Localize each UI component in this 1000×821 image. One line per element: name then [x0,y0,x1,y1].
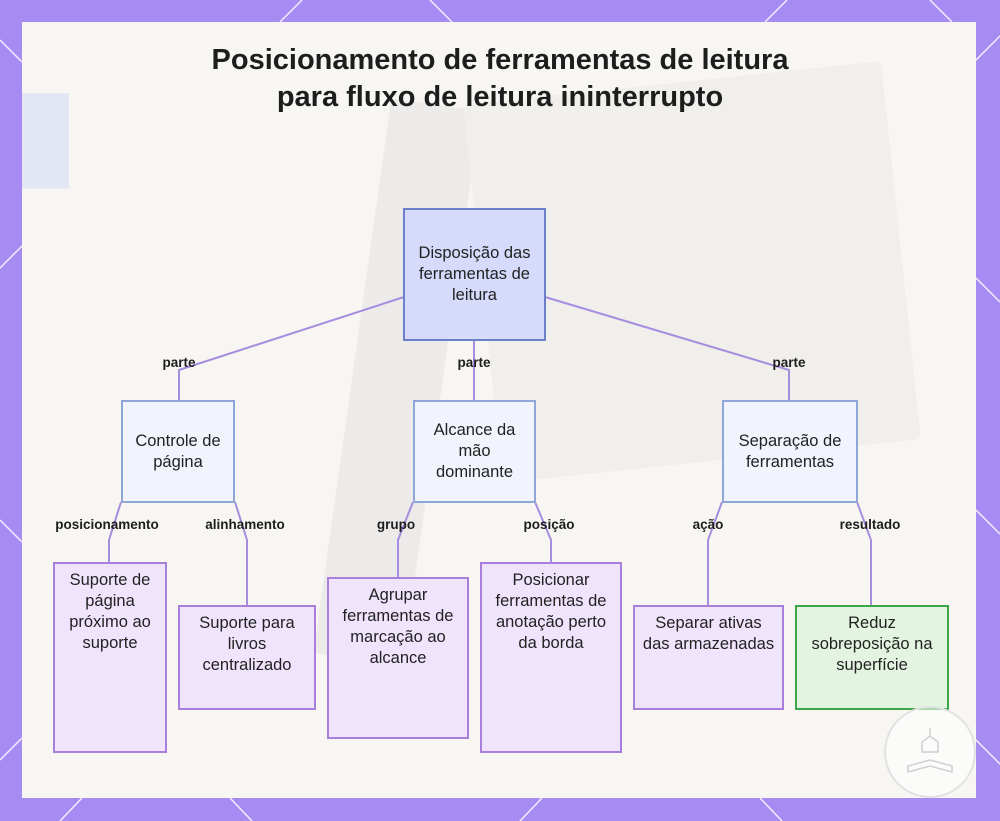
edge-label-posicao: posição [523,517,575,532]
edge-label-alinhamento: alinhamento [205,517,285,532]
node-posicionar-ferramentas: Posicionar ferramentas de anotação perto… [480,562,622,753]
node-separar-ativas: Separar ativas das armazenadas [633,605,784,710]
node-suporte-livros: Suporte para livros centralizado [178,605,316,710]
book-icon [907,728,953,773]
node-suporte-pagina: Suporte de página próximo ao suporte [53,562,167,753]
background-watermark-shape: ▮ [22,64,79,198]
edge-label-acao: ação [692,517,724,532]
node-alcance-mao: Alcance da mão dominante [413,400,536,503]
edge-label-parte: parte [162,355,196,370]
node-separacao-ferramentas: Separação de ferramentas [722,400,858,503]
edge-label-resultado: resultado [839,517,901,532]
node-reduz-sobreposicao: Reduz sobreposição na superfície [795,605,949,710]
edge-label-parte: parte [772,355,806,370]
diagram-title: Posicionamento de ferramentas de leitura… [211,44,789,113]
edge-label-grupo: grupo [376,517,416,532]
edge-label-posicionamento: posicionamento [55,517,159,532]
seal-logo [884,706,976,798]
edge-label-parte: parte [457,355,491,370]
node-root: Disposição das ferramentas de leitura [403,208,546,341]
node-controle-pagina: Controle de página [121,400,235,503]
node-agrupar-ferramentas: Agrupar ferramentas de marcação ao alcan… [327,577,469,739]
